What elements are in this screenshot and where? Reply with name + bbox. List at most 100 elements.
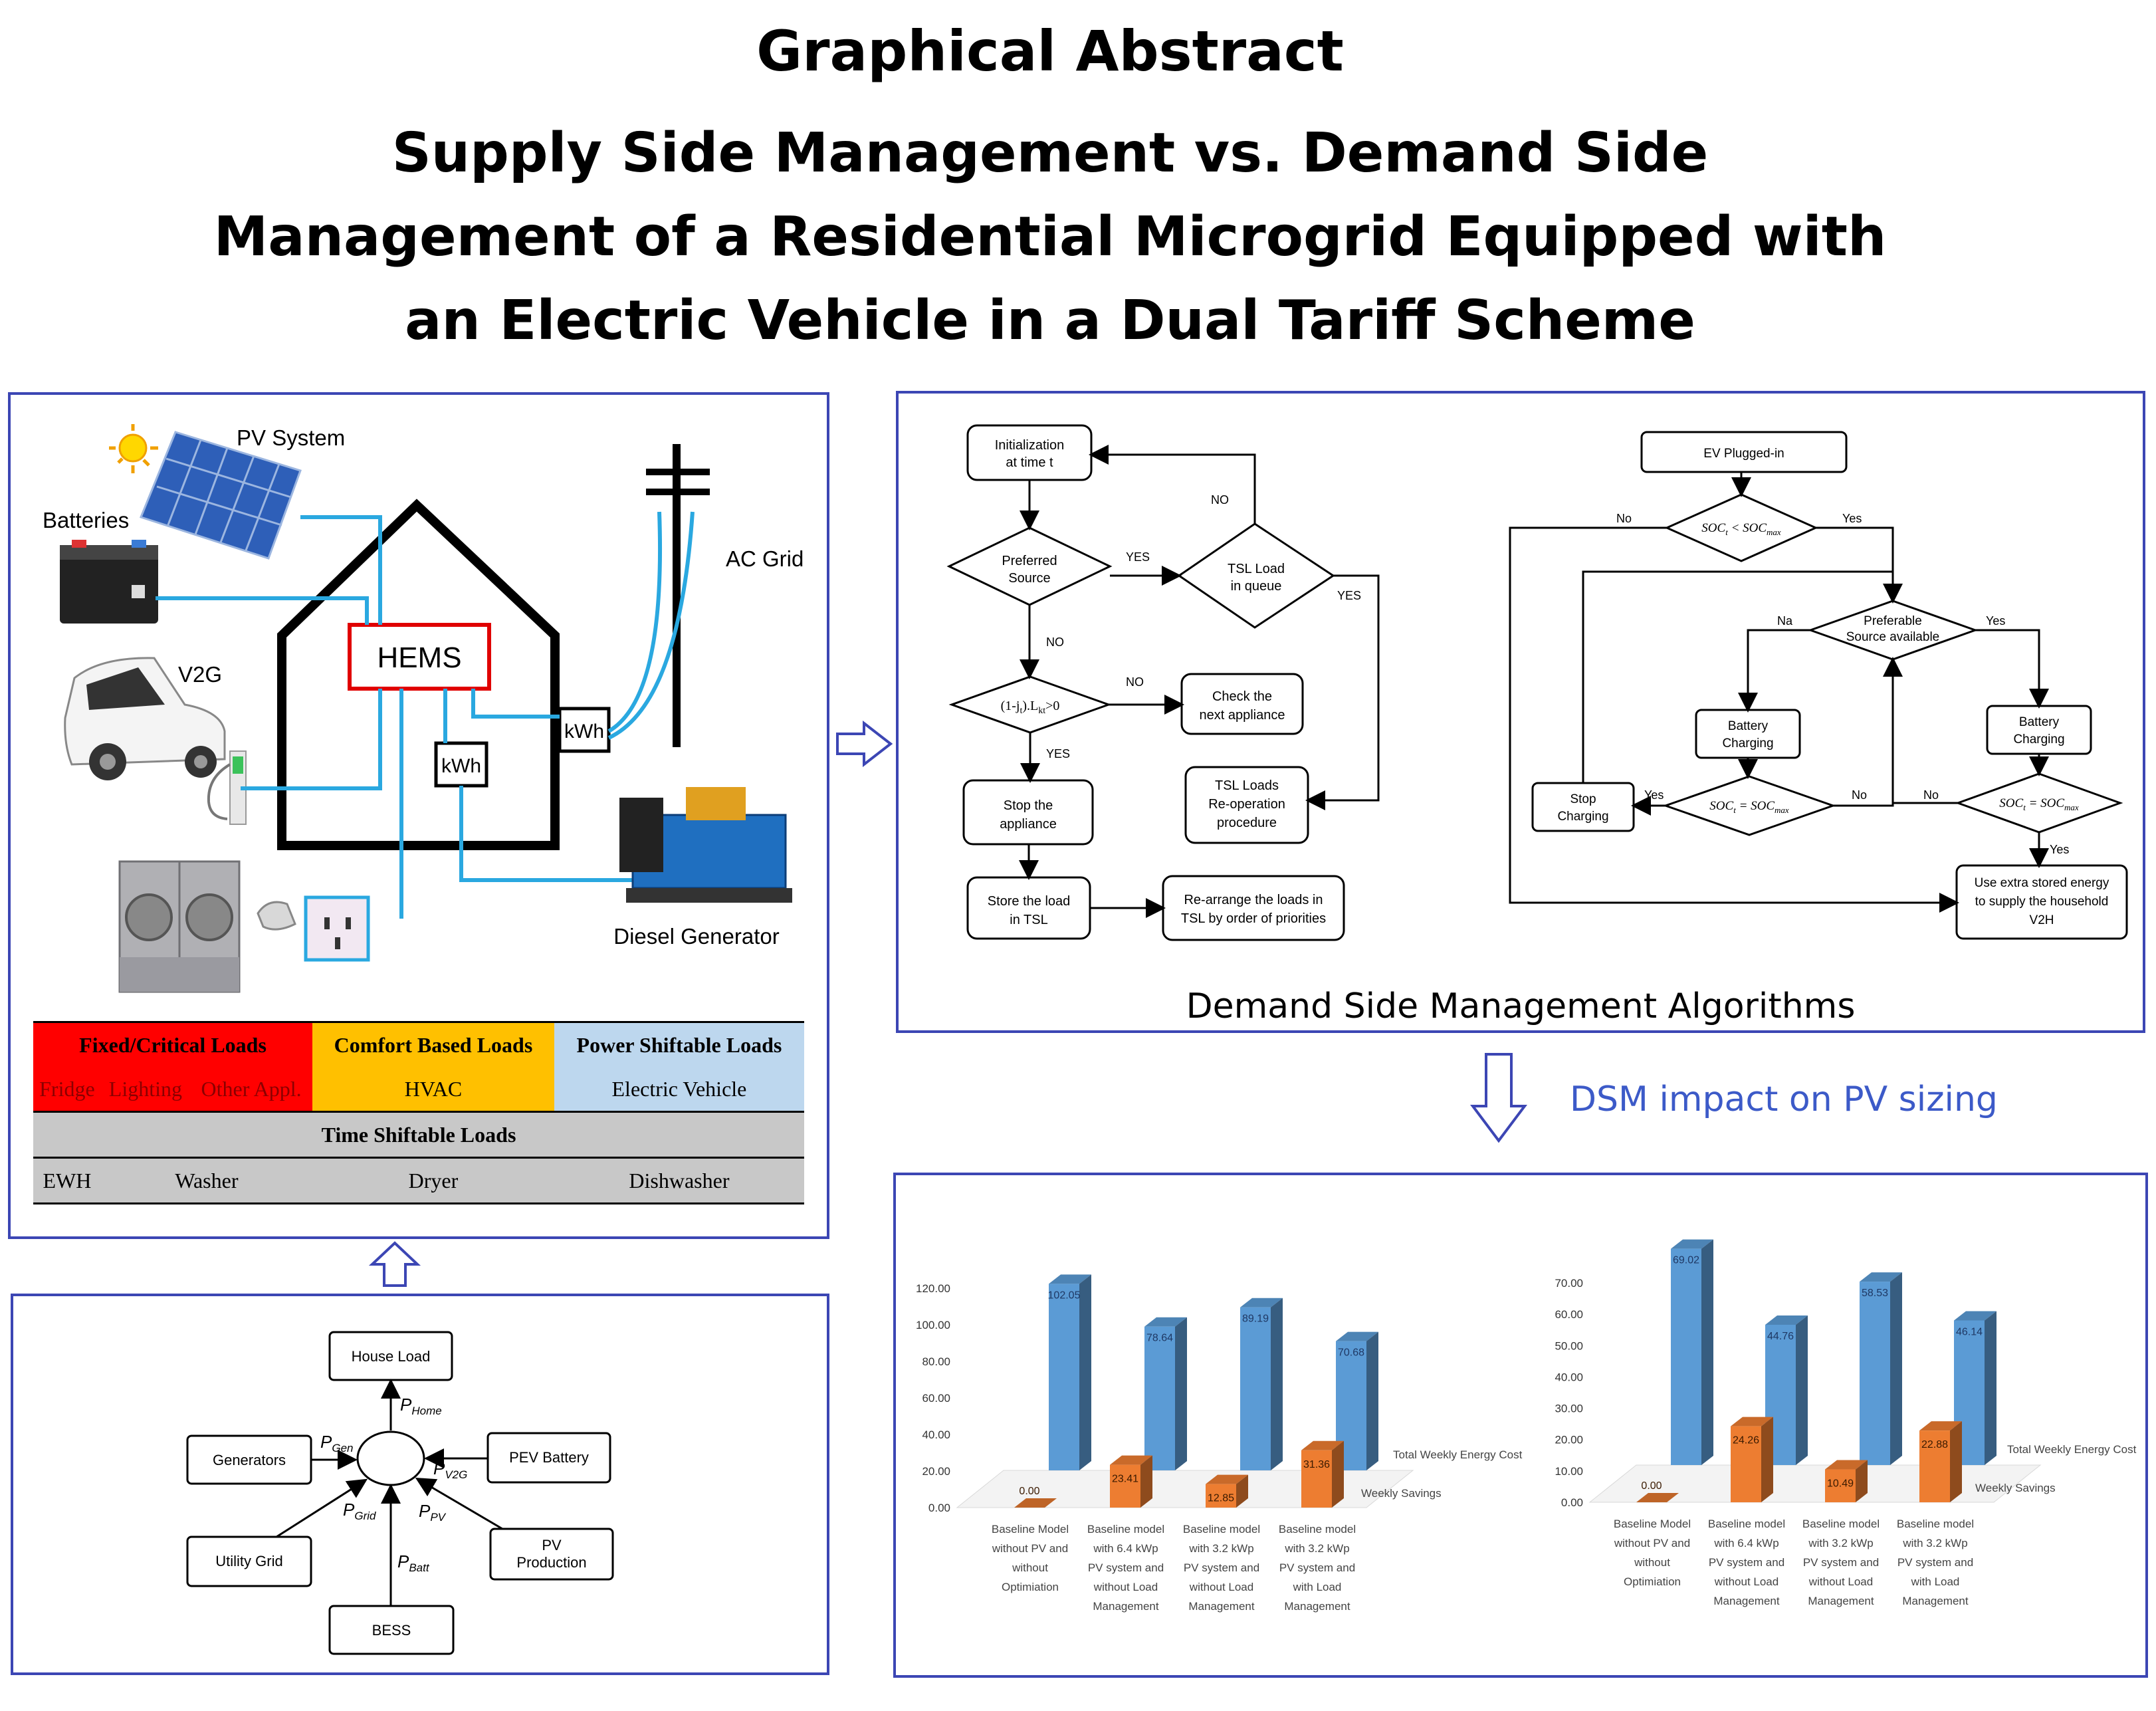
series-label-savings: Weekly Savings [1361, 1487, 1442, 1500]
no-label: No [1923, 788, 1939, 802]
bar-top-savings [1206, 1474, 1248, 1484]
dsm-flowcharts: Initialization at time t Preferred Sourc… [946, 424, 2128, 941]
category-label: with Load [1293, 1581, 1342, 1593]
data-label-savings: 10.49 [1827, 1478, 1854, 1490]
time-shiftable-item: Dishwasher [554, 1157, 804, 1204]
data-label-cost: 69.02 [1673, 1255, 1699, 1266]
flowchart1-connectors [1019, 445, 1380, 918]
bar-cost [1144, 1326, 1175, 1470]
paper-title-line-1: Supply Side Management vs. Demand Side [391, 122, 1709, 185]
bar-side-savings [1236, 1474, 1248, 1508]
ac-grid-label: AC Grid [726, 546, 804, 571]
power-flow-arrows [276, 1379, 503, 1606]
bar-chart-2: 0.0010.0020.0030.0040.0050.0060.0070.006… [1555, 1239, 2137, 1607]
category-label: Baseline model [1183, 1523, 1260, 1536]
bar-top-cost [1144, 1317, 1187, 1327]
battery-charging-box-right [1986, 705, 2092, 755]
data-label-savings: 12.85 [1208, 1493, 1234, 1504]
reoperation-label-1: TSL Loads [1215, 778, 1279, 793]
soc-equal-label-right: SOCt = SOCmax [1999, 796, 2079, 812]
paper-title-line-2: Management of a Residential Microgrid Eq… [213, 205, 1887, 269]
soc-max-diamond [1664, 493, 1818, 562]
pev-battery-label: PEV Battery [509, 1449, 589, 1466]
category-label: with 6.4 kWp [1713, 1537, 1779, 1549]
no-label: NO [1211, 493, 1229, 507]
soc-equal-label-left: SOCt = SOCmax [1709, 799, 1789, 815]
fixed-load-item: Other Appl. [190, 1067, 313, 1112]
category-label: without [1012, 1561, 1048, 1574]
stop-appliance-label-1: Stop the [1004, 798, 1053, 813]
power-wires [156, 511, 695, 919]
bar-savings [1919, 1430, 1950, 1502]
time-shiftable-item: Dryer [312, 1157, 554, 1204]
kwh-meter-house-label: kWh [441, 755, 481, 777]
comfort-loads-header: Comfort Based Loads [312, 1021, 554, 1067]
reoperation-label-3: procedure [1217, 816, 1277, 830]
data-label-savings: 31.36 [1303, 1459, 1330, 1470]
y-tick-label: 80.00 [922, 1355, 950, 1368]
time-shiftable-item: EWH [33, 1157, 101, 1204]
yes-label: Yes [1644, 788, 1664, 802]
series-label-savings: Weekly Savings [1975, 1482, 2056, 1494]
y-tick-label: 20.00 [922, 1465, 950, 1478]
y-tick-label: 0.00 [928, 1502, 950, 1514]
no-label: NO [1126, 675, 1144, 689]
category-label: Baseline Model [1614, 1518, 1691, 1530]
series-label-cost: Total Weekly Energy Cost [2007, 1443, 2137, 1456]
y-tick-label: 40.00 [922, 1428, 950, 1441]
pv-label: PV [542, 1537, 562, 1553]
bar-top-savings [1919, 1421, 1962, 1431]
paper-title: Supply Side Management vs. Demand Side M… [0, 112, 2100, 363]
bar-top-cost [1860, 1272, 1902, 1282]
bar-side-savings [1140, 1455, 1152, 1508]
category-label: Management [1284, 1600, 1350, 1613]
no-label: Na [1777, 614, 1793, 627]
house-load-label: House Load [352, 1348, 431, 1365]
category-label: Baseline model [1279, 1523, 1356, 1536]
y-tick-label: 50.00 [1555, 1339, 1583, 1352]
category-label: PV system and [1897, 1556, 1973, 1569]
category-label: PV system and [1709, 1556, 1784, 1569]
bar-savings [1206, 1484, 1236, 1508]
category-label: Management [1902, 1595, 1969, 1607]
category-label: with 3.2 kWp [1188, 1542, 1253, 1555]
right-arrow-icon [836, 721, 893, 767]
house-outline [277, 499, 560, 850]
y-tick-label: 40.00 [1555, 1371, 1583, 1383]
fixed-load-item: Lighting [100, 1067, 191, 1112]
y-tick-label: 120.00 [916, 1282, 950, 1295]
category-label: Baseline model [1708, 1518, 1785, 1530]
batteries-label: Batteries [43, 508, 129, 532]
bar-side-cost [1079, 1274, 1091, 1470]
reoperation-label-2: Re-operation [1208, 797, 1285, 812]
soc-equal-diamond-left [1662, 775, 1836, 836]
preferable-label-2: Source available [1846, 630, 1939, 644]
category-label: with 3.2 kWp [1284, 1542, 1349, 1555]
tsl-queue-label-2: in queue [1231, 579, 1282, 594]
battery-charging-label-2: Charging [2013, 733, 2064, 746]
condition-label: (1-jt).Lkt>0 [1001, 699, 1060, 716]
battery-charging-label-1: Battery [2019, 715, 2060, 729]
bar-savings [1636, 1493, 1679, 1502]
category-label: PV system and [1279, 1561, 1355, 1574]
category-label: without PV and [1614, 1537, 1690, 1549]
ev-plugged-box [1640, 431, 1848, 473]
data-label-cost: 102.05 [1048, 1290, 1081, 1301]
diesel-generator-label: Diesel Generator [613, 924, 779, 949]
microgrid-system-diagram: PV System Batteries AC Grid V2G HEMS kWh… [43, 424, 804, 993]
graphical-abstract-heading: Graphical Abstract [756, 19, 1344, 84]
power-bus-node [356, 1430, 425, 1486]
ev-plugged-label: EV Plugged-in [1703, 447, 1784, 461]
p-gen-label: PGen [320, 1432, 353, 1454]
stop-charging-label-1: Stop [1570, 792, 1596, 806]
bar-savings [1825, 1469, 1856, 1502]
p-grid-label: PGrid [343, 1500, 376, 1522]
init-label-2: at time t [1006, 455, 1053, 470]
bar-cost [1049, 1284, 1079, 1470]
data-label-savings: 23.41 [1112, 1474, 1138, 1485]
p-pv-label: PPV [419, 1501, 447, 1524]
data-label-cost: 70.68 [1338, 1347, 1364, 1359]
bar-side-cost [1890, 1272, 1902, 1465]
rearrange-label-2: TSL by order of priorities [1181, 911, 1326, 926]
paper-title-line-3: an Electric Vehicle in a Dual Tariff Sch… [405, 289, 1695, 352]
